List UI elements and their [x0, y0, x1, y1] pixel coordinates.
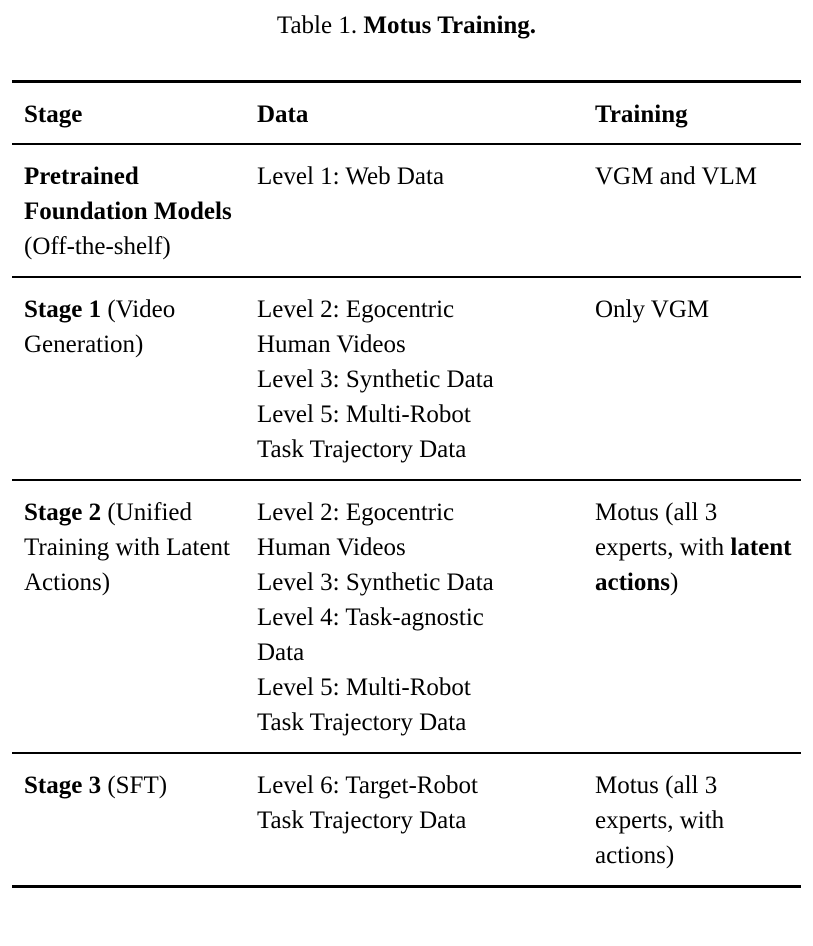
training-line: experts, with: [595, 807, 725, 834]
training-line: Only VGM: [595, 296, 710, 323]
data-line: Level 3: Synthetic Data: [257, 366, 494, 393]
cell-training: VGM and VLM: [595, 159, 801, 194]
column-header-stage: Stage: [24, 101, 83, 128]
stage-name: Stage 3: [24, 772, 102, 799]
table-caption: Table 1. Motus Training.: [0, 11, 813, 41]
data-line: Level 5: Multi-Robot: [257, 674, 471, 701]
training-line: Motus (all 3: [595, 499, 718, 526]
table-top-rule: [12, 80, 801, 83]
cell-training: Motus (all 3 experts, with latent action…: [595, 495, 801, 600]
training-line: experts, with: [595, 534, 731, 561]
cell-stage: Stage 2 (Unified Training with Latent Ac…: [12, 495, 257, 600]
cell-training: Only VGM: [595, 292, 801, 327]
data-line: Task Trajectory Data: [257, 807, 467, 834]
data-line: Human Videos: [257, 534, 406, 561]
training-line: actions): [595, 842, 675, 869]
cell-data: Level 6: Target-Robot Task Trajectory Da…: [257, 768, 595, 838]
cell-data: Level 2: Egocentric Human Videos Level 3…: [257, 495, 595, 740]
table-row: Pretrained Foundation Models (Off-the-sh…: [12, 145, 801, 276]
cell-stage: Pretrained Foundation Models (Off-the-sh…: [12, 159, 257, 264]
column-header-data: Data: [257, 101, 309, 128]
data-line: Task Trajectory Data: [257, 709, 467, 736]
training-line: Motus (all 3: [595, 772, 718, 799]
data-line: Level 2: Egocentric: [257, 296, 455, 323]
table-row: Stage 1 (Video Generation) Level 2: Egoc…: [12, 278, 801, 479]
table-row-rule: [12, 479, 801, 481]
stage-qualifier: (Video Generation): [24, 296, 176, 358]
data-line: Level 1: Web Data: [257, 163, 445, 190]
stage-name: Stage 1: [24, 296, 102, 323]
table-row-rule: [12, 276, 801, 278]
caption-label: Table 1.: [276, 12, 364, 39]
data-line: Data: [257, 639, 305, 666]
table-bottom-rule: [12, 885, 801, 888]
table-header-rule: [12, 143, 801, 145]
cell-training: Motus (all 3 experts, with actions): [595, 768, 801, 873]
data-line: Level 6: Target-Robot: [257, 772, 478, 799]
data-line: Task Trajectory Data: [257, 436, 467, 463]
stage-name: Stage 2: [24, 499, 102, 526]
data-line: Level 3: Synthetic Data: [257, 569, 494, 596]
column-header-training: Training: [595, 101, 688, 128]
caption-title: Motus Training.: [363, 12, 537, 39]
motus-training-table: Stage Data Training Pretrained Foundatio…: [12, 80, 801, 888]
training-tail: ): [670, 569, 679, 596]
cell-stage: Stage 3 (SFT): [12, 768, 257, 803]
training-line: VGM and VLM: [595, 163, 758, 190]
data-line: Level 2: Egocentric: [257, 499, 455, 526]
data-line: Human Videos: [257, 331, 406, 358]
table-row-rule: [12, 752, 801, 754]
table-row: Stage 2 (Unified Training with Latent Ac…: [12, 481, 801, 752]
stage-name: Pretrained Foundation Models: [24, 163, 232, 225]
cell-stage: Stage 1 (Video Generation): [12, 292, 257, 362]
training-emphasis: latent actions: [595, 534, 792, 596]
cell-data: Level 2: Egocentric Human Videos Level 3…: [257, 292, 595, 467]
data-line: Level 5: Multi-Robot: [257, 401, 471, 428]
stage-qualifier: (Off-the-shelf): [24, 233, 171, 260]
stage-qualifier: (Unified Training with Latent Actions): [24, 499, 231, 596]
stage-qualifier: (SFT): [101, 772, 168, 799]
table-header-row: Stage Data Training: [12, 83, 801, 143]
data-line: Level 4: Task-agnostic: [257, 604, 484, 631]
table-row: Stage 3 (SFT) Level 6: Target-Robot Task…: [12, 754, 801, 885]
cell-data: Level 1: Web Data: [257, 159, 595, 194]
